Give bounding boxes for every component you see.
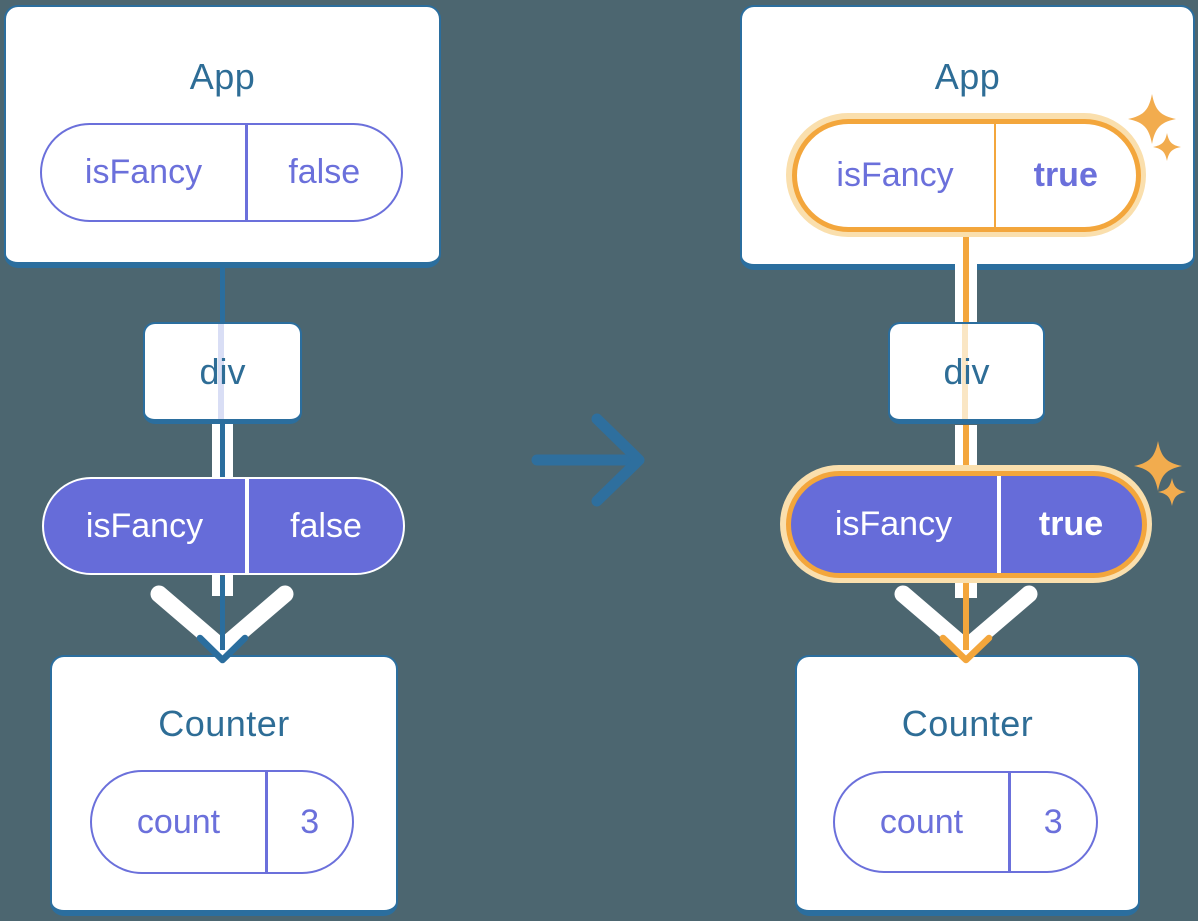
right-counter-title: Counter (901, 703, 1034, 744)
left-tube1-core (220, 424, 225, 479)
right-counter-state-value: 3 (1043, 802, 1063, 841)
right-app-prop-pill-ring: isFancy true (791, 118, 1141, 232)
right-counter-state-name: count (879, 802, 964, 841)
right-conn1-core (963, 230, 969, 324)
left-counter-pill-divider (265, 772, 268, 872)
left-counter-state-name: count (136, 802, 221, 841)
left-app-prop-pill: isFancy false (40, 123, 403, 222)
right-passed-prop-value: true (1038, 504, 1104, 543)
right-div-box: div (888, 322, 1045, 424)
left-white-arrowhead (150, 585, 294, 657)
left-passed-prop-pill: isFancy false (42, 477, 405, 575)
left-passed-pill-divider (245, 479, 249, 573)
sparkle-icon-pill-small (1158, 478, 1186, 506)
left-div-label: div (199, 350, 246, 392)
transition-right-arrow-icon (531, 413, 645, 507)
right-passed-prop-pill-ring: isFancy true (785, 470, 1147, 578)
right-passed-pill-divider (996, 475, 1001, 573)
right-app-pill-divider (993, 123, 996, 227)
left-tube2-white-l (212, 572, 220, 596)
sparkle-icon-pill-large (1134, 441, 1182, 491)
left-counter-state-pill: count 3 (90, 770, 354, 874)
left-passed-prop-name: isFancy (85, 506, 204, 545)
right-passed-prop-pill: isFancy true (790, 475, 1142, 573)
right-app-title: App (934, 56, 1001, 97)
right-tube1-core (963, 425, 969, 481)
left-tube1-white-r (225, 424, 233, 479)
left-app-pill-divider (245, 125, 248, 220)
right-app-prop-name: isFancy (836, 155, 954, 194)
right-div-label: div (943, 350, 990, 392)
right-app-prop-pill-highlight: isFancy true (786, 113, 1146, 237)
left-connector-app-div (220, 266, 225, 324)
right-app-prop-value: true (1033, 155, 1098, 194)
right-tube1-white-l (955, 425, 963, 481)
right-app-prop-pill: isFancy true (796, 123, 1136, 227)
right-div-ghost-line (962, 324, 968, 419)
left-app-prop-name: isFancy (84, 153, 203, 191)
left-counter-state-value: 3 (300, 802, 320, 841)
left-div-ghost-line (218, 324, 224, 419)
right-conn1-white-r (969, 262, 977, 324)
right-conn1-white-l (955, 262, 963, 324)
left-app-title: App (189, 56, 256, 97)
left-passed-prop-value: false (290, 506, 362, 545)
left-counter-title: Counter (158, 703, 290, 744)
left-div-box: div (143, 322, 302, 424)
left-tube2-white-r (225, 572, 233, 596)
left-tube1-white-l (212, 424, 220, 479)
left-app-prop-value: false (288, 153, 361, 191)
right-passed-prop-pill-highlight: isFancy true (780, 465, 1152, 583)
right-white-arrowhead (894, 585, 1038, 657)
right-counter-pill-divider (1008, 773, 1011, 871)
right-tube1-white-r (969, 425, 977, 481)
right-passed-prop-name: isFancy (834, 504, 953, 543)
right-counter-state-pill: count 3 (833, 771, 1098, 873)
